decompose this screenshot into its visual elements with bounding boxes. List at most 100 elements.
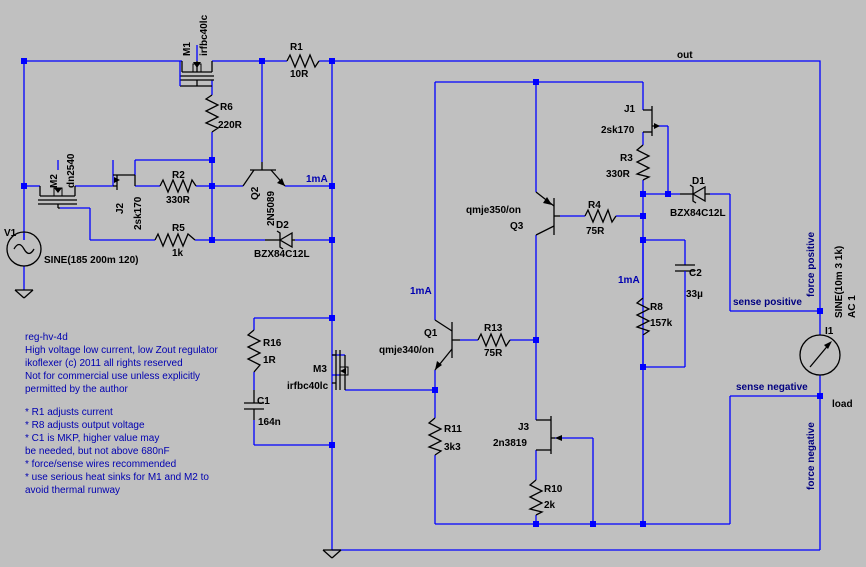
j3-value: 2n3819 xyxy=(493,438,527,449)
r1-name: R1 xyxy=(290,42,303,53)
voltage-source-v1[interactable]: V1 SINE(185 200m 120) xyxy=(4,228,139,267)
resistor-r10[interactable]: R10 2k xyxy=(528,479,563,516)
c2-value: 33µ xyxy=(686,289,703,300)
j2-value: 2sk170 xyxy=(133,196,144,230)
current-label-3: 1mA xyxy=(618,275,640,286)
d1-name: D1 xyxy=(692,176,705,187)
notes-line-5: * R1 adjusts current xyxy=(25,407,113,418)
bjt-q3[interactable]: qmje350/on Q3 xyxy=(466,191,560,236)
notes-line-9: * force/sense wires recommended xyxy=(25,459,176,470)
r1-value: 10R xyxy=(290,69,309,80)
mosfet-m3[interactable]: M3 irfbc40lc xyxy=(287,350,349,392)
r5-value: 1k xyxy=(172,248,184,259)
r16-value: 1R xyxy=(263,355,277,366)
j1-name: J1 xyxy=(624,104,636,115)
r4-value: 75R xyxy=(586,226,605,237)
jfet-j3[interactable]: J3 2n3819 xyxy=(493,416,562,454)
wires xyxy=(23,45,821,551)
resistor-r16[interactable]: R16 1R xyxy=(246,329,282,373)
mosfet-m2[interactable]: M2 dn2540 xyxy=(38,153,77,209)
r11-name: R11 xyxy=(444,424,462,435)
r16-name: R16 xyxy=(263,338,282,349)
resistor-r1[interactable]: R1 10R xyxy=(286,42,320,80)
j3-name: J3 xyxy=(518,422,530,433)
d1-value: BZX84C12L xyxy=(670,208,726,219)
resistor-r11[interactable]: R11 3k3 xyxy=(427,417,462,456)
r6-value: 220R xyxy=(218,120,243,131)
r8-value: 157k xyxy=(650,318,673,329)
r3-name: R3 xyxy=(620,153,633,164)
r8-name: R8 xyxy=(650,302,663,313)
capacitor-c1[interactable]: C1 164n xyxy=(244,390,281,428)
j2-name: J2 xyxy=(115,202,126,214)
ground-symbol-main xyxy=(322,549,342,559)
resistor-r4[interactable]: R4 75R xyxy=(584,200,617,237)
net-sense-negative: sense negative xyxy=(736,382,808,393)
r11-value: 3k3 xyxy=(444,442,461,453)
q1-name: Q1 xyxy=(424,328,438,339)
c1-name: C1 xyxy=(257,396,270,407)
m2-name: M2 xyxy=(49,174,60,188)
m3-value: irfbc40lc xyxy=(287,381,329,392)
m1-value: irfbc40lc xyxy=(199,14,210,56)
current-annotations: 1mA 1mA 1mA xyxy=(306,174,640,297)
q1-value: qmje340/on xyxy=(379,345,434,356)
m3-name: M3 xyxy=(313,364,327,375)
i1-value: SINE(10m 3 1k) xyxy=(834,246,845,318)
mosfet-m1[interactable]: M1 irfbc40lc xyxy=(179,14,214,87)
bjt-q2[interactable]: Q2 2N5089 xyxy=(242,162,286,226)
notes-line-1: ikoflexer (c) 2011 all rights reserved xyxy=(25,358,183,369)
resistor-r2[interactable]: R2 330R xyxy=(159,170,197,206)
jfet-j1[interactable]: J1 2sk170 xyxy=(601,104,660,136)
q2-value: 2N5089 xyxy=(266,191,277,226)
zener-d1[interactable]: D1 BZX84C12L xyxy=(670,176,726,219)
d2-value: BZX84C12L xyxy=(254,249,310,260)
r6-name: R6 xyxy=(220,102,233,113)
notes-line-0: High voltage low current, low Zout regul… xyxy=(25,345,219,356)
net-force-negative: force negative xyxy=(806,422,817,490)
r5-name: R5 xyxy=(172,223,185,234)
resistor-r6[interactable]: R6 220R xyxy=(204,94,243,133)
notes-line-2: Not for commercial use unless explicitly xyxy=(25,371,200,382)
notes-block: reg-hv-4d High voltage low current, low … xyxy=(25,332,219,496)
notes-line-8: be needed, but not above 680nF xyxy=(25,446,170,457)
i1-name: I1 xyxy=(825,326,834,337)
net-labels: out load sense positive sense negative f… xyxy=(677,50,853,490)
i1-value2: AC 1 xyxy=(847,295,858,318)
notes-line-10: * use serious heat sinks for M1 and M2 t… xyxy=(25,472,209,483)
net-load: load xyxy=(832,399,853,410)
ground-symbol-v1 xyxy=(14,289,34,299)
c1-value: 164n xyxy=(258,417,281,428)
net-sense-positive: sense positive xyxy=(733,297,802,308)
resistor-r5[interactable]: R5 1k xyxy=(154,223,196,259)
r2-name: R2 xyxy=(172,170,185,181)
m2-value: dn2540 xyxy=(66,153,77,188)
resistor-r13[interactable]: R13 75R xyxy=(477,323,511,359)
jfet-j2[interactable]: J2 2sk170 xyxy=(113,174,144,230)
zener-d2[interactable]: D2 BZX84C12L xyxy=(254,220,310,260)
q3-value: qmje350/on xyxy=(466,205,521,216)
v1-value: SINE(185 200m 120) xyxy=(44,255,139,266)
d2-name: D2 xyxy=(276,220,289,231)
c2-name: C2 xyxy=(689,268,702,279)
notes-title: reg-hv-4d xyxy=(25,332,68,343)
r3-value: 330R xyxy=(606,169,631,180)
r13-name: R13 xyxy=(484,323,503,334)
m1-name: M1 xyxy=(182,42,193,56)
capacitor-c2[interactable]: C2 33µ xyxy=(675,264,703,300)
q3-name: Q3 xyxy=(510,221,524,232)
resistor-r3[interactable]: R3 330R xyxy=(606,144,651,181)
r4-name: R4 xyxy=(588,200,601,211)
current-source-i1[interactable]: I1 SINE(10m 3 1k) AC 1 xyxy=(799,246,858,376)
r13-value: 75R xyxy=(484,348,503,359)
bjt-q1[interactable]: Q1 qmje340/on xyxy=(379,319,460,371)
current-label-1: 1mA xyxy=(306,174,328,185)
resistor-r8[interactable]: R8 157k xyxy=(635,297,673,336)
j1-value: 2sk170 xyxy=(601,125,635,136)
v1-name: V1 xyxy=(4,228,17,239)
net-force-positive: force positive xyxy=(806,232,817,297)
notes-line-3: permitted by the author xyxy=(25,384,129,395)
current-label-2: 1mA xyxy=(410,286,432,297)
